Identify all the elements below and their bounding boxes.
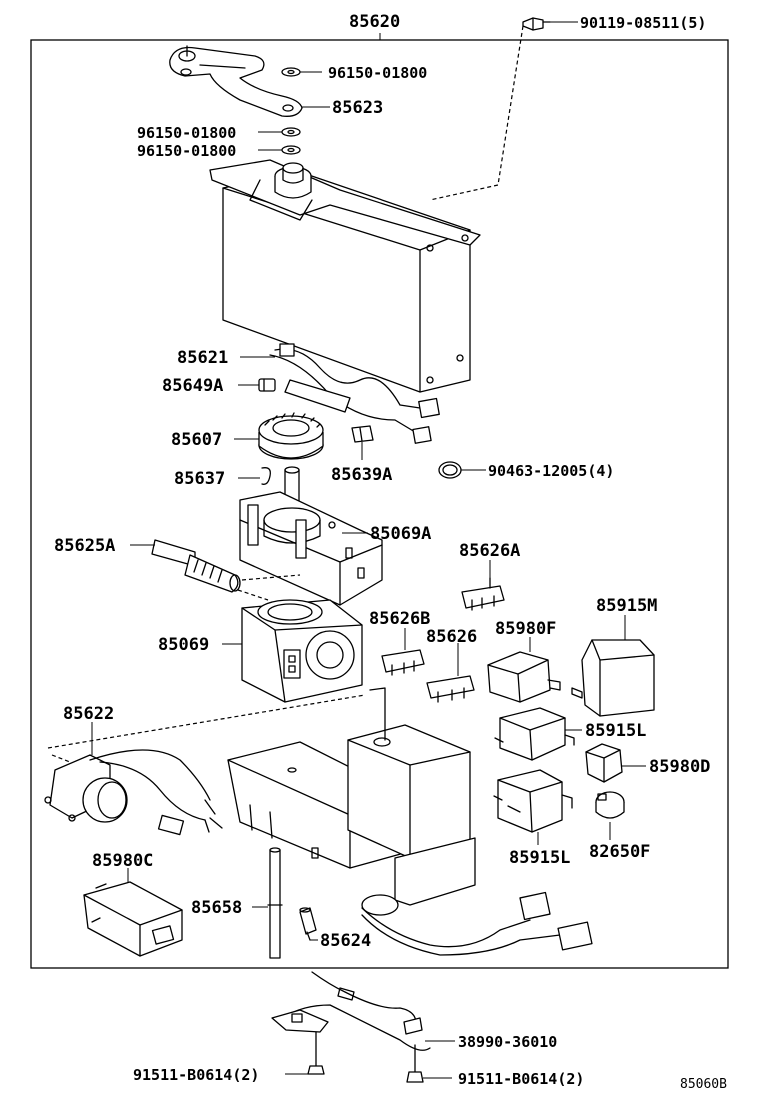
part-fitting-85624[interactable] [299,907,317,941]
label-85915L-b[interactable]: 85915L [509,848,570,868]
part-main-harness [361,891,593,956]
label-85915L-a[interactable]: 85915L [585,721,646,741]
part-gear-85607[interactable] [258,412,324,460]
part-relay-85915L-b[interactable] [493,769,573,833]
diagram-reference-code: 85060B [680,1077,727,1092]
label-85980D[interactable]: 85980D [649,757,710,777]
label-85069[interactable]: 85069 [158,635,209,655]
label-85980F[interactable]: 85980F [495,619,556,639]
part-bracket-base [227,687,476,906]
part-motor-85622[interactable] [44,749,223,836]
part-clip-85649A[interactable] [258,378,276,392]
label-85626A[interactable]: 85626A [459,541,520,561]
part-housing-85069[interactable] [241,599,363,703]
part-washer-96150-b[interactable] [281,127,301,137]
part-connector-85626[interactable] [426,675,475,703]
label-96150-01800-c[interactable]: 96150-01800 [137,142,236,160]
label-85069A[interactable]: 85069A [370,524,431,544]
label-85624[interactable]: 85624 [320,931,371,951]
label-85639A[interactable]: 85639A [331,465,392,485]
part-fuse-82650F[interactable] [595,791,625,819]
part-module-85980C[interactable] [83,881,183,957]
label-82650F[interactable]: 82650F [589,842,650,862]
label-90119-08511[interactable]: 90119-08511(5) [580,14,706,32]
label-91511-B0614-b[interactable]: 91511-B0614(2) [458,1070,584,1088]
part-lever-85623[interactable] [169,45,303,117]
label-85915M[interactable]: 85915M [596,596,657,616]
part-worm-85625A[interactable] [151,539,241,593]
label-85980C[interactable]: 85980C [92,851,153,871]
label-85637[interactable]: 85637 [174,469,225,489]
part-rod-85658[interactable] [267,847,283,959]
label-96150-01800-b[interactable]: 96150-01800 [137,124,236,142]
label-85658[interactable]: 85658 [191,898,242,918]
part-harness-85621[interactable] [269,343,440,444]
part-clamp-90463[interactable] [438,461,462,479]
label-85620[interactable]: 85620 [349,12,400,32]
part-connector-85626B[interactable] [381,649,425,676]
label-91511-B0614-a[interactable]: 91511-B0614(2) [133,1066,259,1084]
part-relay-85980F[interactable] [487,651,561,703]
label-85625A[interactable]: 85625A [54,536,115,556]
label-85607[interactable]: 85607 [171,430,222,450]
part-housing-85069A[interactable] [239,491,383,606]
part-connector-85626A[interactable] [461,577,505,611]
label-38990-36010[interactable]: 38990-36010 [458,1033,557,1051]
label-96150-01800-a[interactable]: 96150-01800 [328,64,427,82]
label-90463-12005[interactable]: 90463-12005(4) [488,462,614,480]
label-85621[interactable]: 85621 [177,348,228,368]
part-washer-96150-c[interactable] [281,145,301,155]
label-85649A[interactable]: 85649A [162,376,223,396]
part-bolt-90119[interactable] [522,17,551,31]
part-bolt-91511-a[interactable] [307,1031,325,1075]
part-relay-85980D[interactable] [585,743,623,783]
label-85623[interactable]: 85623 [332,98,383,118]
part-bolt-91511-b[interactable] [406,1044,424,1083]
connection-dashed-90119 [429,25,524,201]
label-85626B[interactable]: 85626B [369,609,430,629]
part-clip-85637[interactable] [261,467,271,485]
part-relay-85915M[interactable] [571,639,655,717]
part-connector-85639A[interactable] [351,425,374,443]
part-harness-38990[interactable] [271,971,431,1051]
part-relay-85915L-a[interactable] [494,707,575,761]
part-washer-96150-a[interactable] [281,67,301,77]
part-actuator-housing [209,159,481,393]
label-85626[interactable]: 85626 [426,627,477,647]
label-85622[interactable]: 85622 [63,704,114,724]
